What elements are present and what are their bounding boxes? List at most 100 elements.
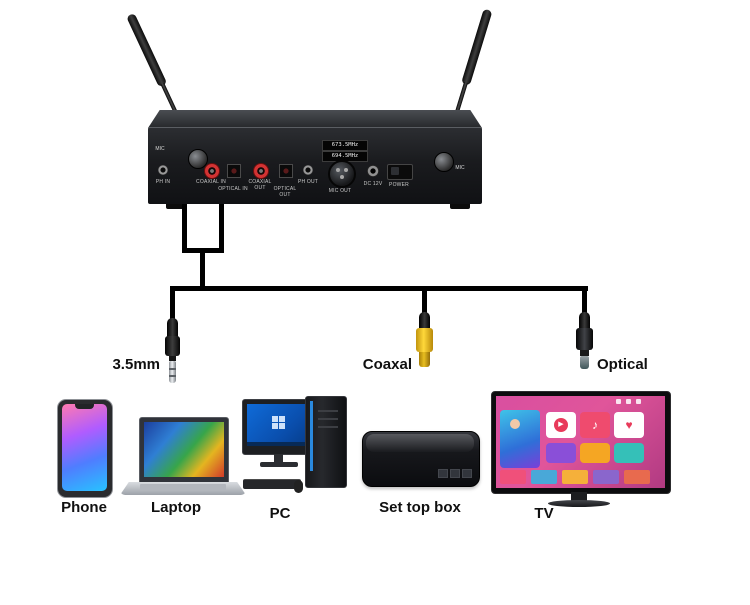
antenna-tip [461,8,493,86]
35mm-label: 3.5mm [112,356,160,373]
power-label: POWER [389,182,409,188]
cable-segment [182,204,187,252]
tv-album-thumb [624,470,650,484]
tv-app-tile [580,443,610,463]
coaxial-in-port [204,163,220,179]
coaxial-connector-body [416,328,433,352]
cable-drop-coaxial [422,286,427,314]
pc-monitor-base [260,462,298,467]
tv-statusbar-icons [616,399,660,404]
tv-singer-tile [500,410,540,468]
pc-mouse [294,480,303,493]
dc-power-port [367,165,379,177]
tv-singer-face [510,419,520,429]
pc-taskbar [247,442,312,446]
antenna-tip [126,12,168,88]
coaxial-in-label: COAXIAL IN [196,179,226,185]
music-note-icon: ♪ [592,418,598,432]
tv-label: TV [534,505,554,522]
laptop-screen [144,422,224,477]
receiver-top-face [148,110,482,128]
set-top-box-label: Set top box [379,499,461,516]
optical-connector-body [576,328,593,350]
35mm-jack-ring [169,368,176,370]
pc-keyboard [243,479,301,489]
coaxial-connector-boot [419,312,430,330]
mic-label-right: MIC [455,165,465,171]
windows-logo-icon [272,416,285,429]
coaxial-label: Coaxal [362,356,412,373]
power-rocker [391,167,399,175]
optical-connector-boot [579,312,590,330]
35mm-jack-boot [167,318,178,338]
pc-monitor-neck [274,454,283,462]
tv-stand-neck [571,492,587,501]
tv-stand-base [548,500,610,507]
laptop-keyboard [140,484,226,490]
tv-album-thumb [562,470,588,484]
heart-icon: ♥ [625,418,633,432]
ph-in-port [158,165,168,175]
phone-label: Phone [61,499,107,516]
optical-connector-tip [580,356,589,369]
pc-tower-vent [318,418,338,420]
coaxial-out-label: COAXIAL OUT [248,179,272,191]
35mm-jack-ring [169,375,176,377]
tv-album-thumb [500,470,526,484]
tv-album-thumb [531,470,557,484]
optical-in-port [227,164,241,178]
pc-tower-vent [318,426,338,428]
35mm-jack-tip [169,361,176,383]
35mm-jack-neck [169,356,176,361]
tv-app-tile: ♥ [614,412,644,438]
ph-out-port [303,165,313,175]
cable-main-drop [200,251,205,291]
tv-app-tile: ♪ [580,412,610,438]
tv-statusbar-icon [616,399,621,404]
cable-segment [219,204,224,252]
coaxial-connector-tip [419,352,430,367]
cable-horizontal-bus [170,286,588,291]
tv-app-tile [614,443,644,463]
set-top-box-port [450,469,460,478]
xlr-pin [340,175,344,179]
dc-12v-label: DC 12V [363,181,383,187]
phone-screen [62,404,107,491]
frequency-display-a: 673.5MHz [322,140,368,151]
cable-drop-optical [582,286,587,314]
xlr-pin [344,168,348,172]
35mm-jack-body [165,336,180,356]
tv-album-thumb [593,470,619,484]
tv-statusbar-icon [636,399,641,404]
phone-notch [75,404,94,409]
laptop-label: Laptop [151,499,201,516]
set-top-box-image [362,431,480,487]
pc-label: PC [269,505,291,522]
optical-out-port [279,164,293,178]
coaxial-out-port [253,163,269,179]
mic-out-xlr-port [328,160,356,188]
set-top-box-port [438,469,448,478]
cable-segment [182,248,224,253]
antenna-connector-left [188,149,208,169]
optical-out-label: OPTICAL OUT [273,186,297,198]
optical-in-label: OPTICAL IN [218,186,248,192]
mic-out-label: MIC OUT [328,188,352,194]
optical-connector-neck [580,350,589,356]
optical-label: Optical [597,356,648,373]
pc-tower-led-stripe [310,401,313,471]
ph-in-label: PH IN [155,179,171,185]
ph-out-label: PH OUT [297,179,319,185]
pc-tower-vent [318,410,338,412]
mic-label-left: MIC [155,146,165,152]
tv-app-tile [546,443,576,463]
cable-drop-35mm [170,286,175,322]
set-top-box-port [462,469,472,478]
play-icon: ▶ [554,418,568,432]
antenna-connector-right [434,152,454,172]
receiver-foot [166,204,186,209]
tv-statusbar-icon [626,399,631,404]
receiver-foot [450,204,470,209]
tv-app-tile: ▶ [546,412,576,438]
